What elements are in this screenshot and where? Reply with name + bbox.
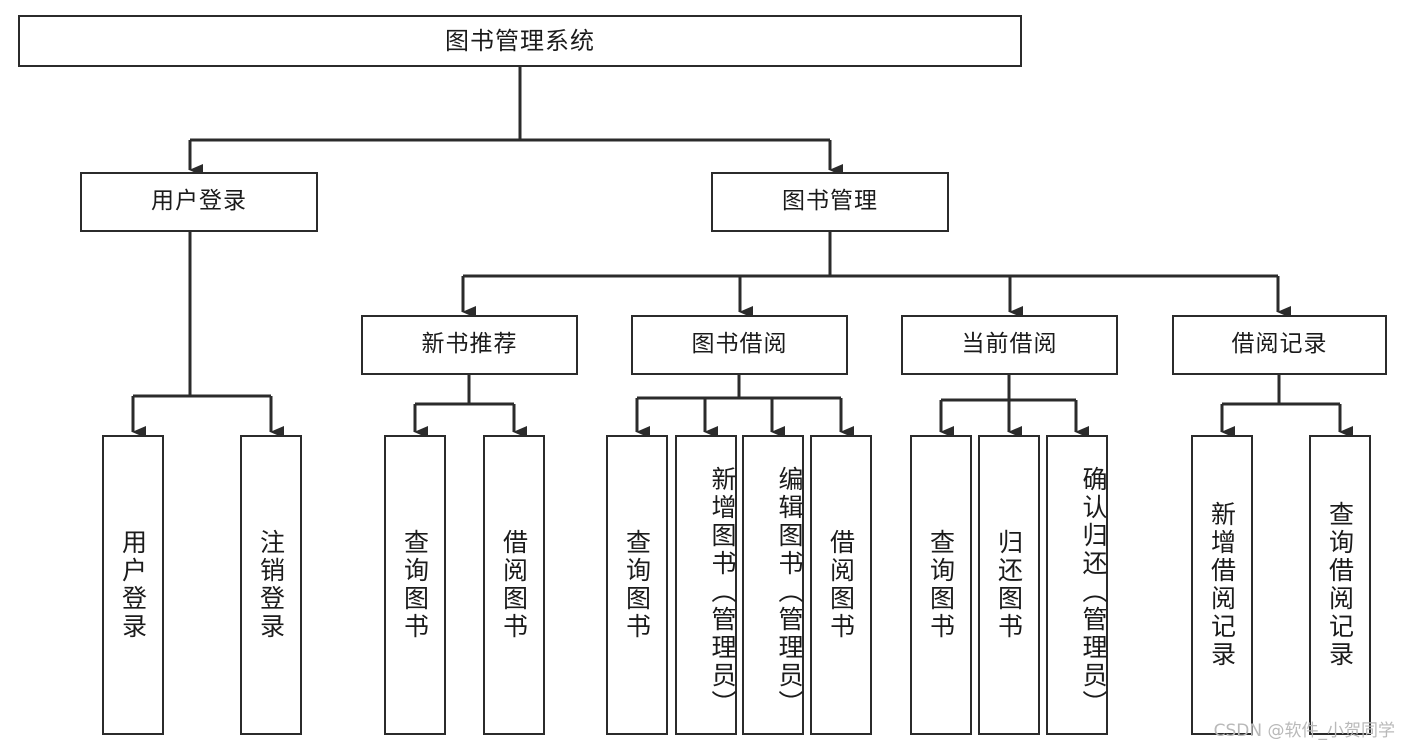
leaf-add-book-label: 新增图书（管理员） xyxy=(708,466,737,718)
leaf-add-book[interactable]: 新增图书（管理员） xyxy=(675,435,737,735)
leaf-query-book-2-label: 查询图书 xyxy=(622,529,652,641)
leaf-user-login-label: 用户登录 xyxy=(118,529,148,641)
watermark: CSDN @软件_小贺同学 xyxy=(1213,721,1395,741)
leaf-query-borrow-record-label: 查询借阅记录 xyxy=(1325,501,1355,669)
node-root-system[interactable]: 图书管理系统 xyxy=(18,15,1022,67)
node-user-login-label: 用户登录 xyxy=(151,188,247,215)
leaf-borrow-book-2[interactable]: 借阅图书 xyxy=(810,435,872,735)
node-current-borrow[interactable]: 当前借阅 xyxy=(901,315,1118,375)
leaf-edit-book-label: 编辑图书（管理员） xyxy=(775,466,804,718)
leaf-add-borrow-record-label: 新增借阅记录 xyxy=(1207,501,1237,669)
leaf-borrow-book-1[interactable]: 借阅图书 xyxy=(483,435,545,735)
leaf-borrow-book-2-label: 借阅图书 xyxy=(826,529,856,641)
node-borrow-record[interactable]: 借阅记录 xyxy=(1172,315,1387,375)
node-new-book-recommend-label: 新书推荐 xyxy=(421,331,518,358)
leaf-user-login[interactable]: 用户登录 xyxy=(102,435,164,735)
leaf-confirm-return[interactable]: 确认归还（管理员） xyxy=(1046,435,1108,735)
leaf-edit-book[interactable]: 编辑图书（管理员） xyxy=(742,435,804,735)
leaf-logout-login[interactable]: 注销登录 xyxy=(240,435,302,735)
leaf-query-book-1[interactable]: 查询图书 xyxy=(384,435,446,735)
leaf-confirm-return-label: 确认归还（管理员） xyxy=(1079,466,1108,718)
node-book-borrow-label: 图书借阅 xyxy=(691,331,788,358)
node-borrow-record-label: 借阅记录 xyxy=(1231,331,1328,358)
node-book-borrow[interactable]: 图书借阅 xyxy=(631,315,848,375)
node-root-system-label: 图书管理系统 xyxy=(445,26,595,55)
leaf-logout-login-label: 注销登录 xyxy=(256,529,286,641)
leaf-add-borrow-record[interactable]: 新增借阅记录 xyxy=(1191,435,1253,735)
leaf-query-book-3[interactable]: 查询图书 xyxy=(910,435,972,735)
leaf-query-borrow-record[interactable]: 查询借阅记录 xyxy=(1309,435,1371,735)
leaf-query-book-2[interactable]: 查询图书 xyxy=(606,435,668,735)
node-new-book-recommend[interactable]: 新书推荐 xyxy=(361,315,578,375)
leaf-borrow-book-1-label: 借阅图书 xyxy=(499,529,529,641)
leaf-return-book[interactable]: 归还图书 xyxy=(978,435,1040,735)
leaf-return-book-label: 归还图书 xyxy=(994,529,1024,641)
leaf-query-book-1-label: 查询图书 xyxy=(400,529,430,641)
node-current-borrow-label: 当前借阅 xyxy=(961,331,1058,358)
node-book-management-label: 图书管理 xyxy=(782,188,878,215)
node-book-management[interactable]: 图书管理 xyxy=(711,172,949,232)
leaf-query-book-3-label: 查询图书 xyxy=(926,529,956,641)
node-user-login[interactable]: 用户登录 xyxy=(80,172,318,232)
